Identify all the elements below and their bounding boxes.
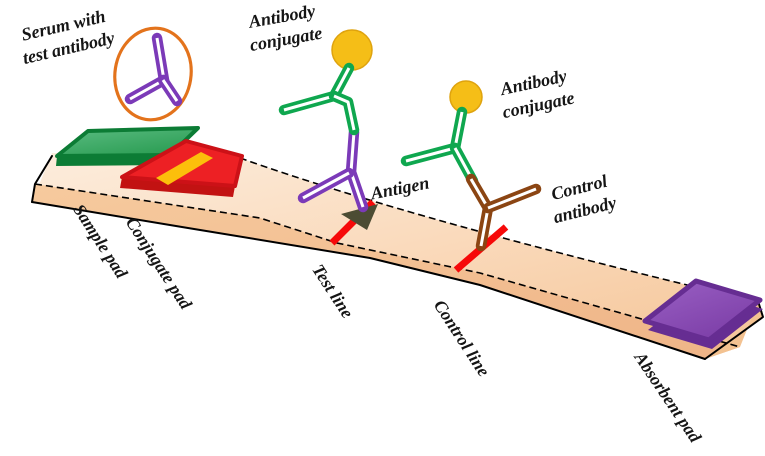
gold-nanoparticle-icon [449, 80, 483, 114]
antibody-gap [453, 111, 464, 149]
antibody-conjugate-right-icon [400, 80, 483, 187]
serum-antibody-icon [124, 32, 183, 107]
test-antibody-icon [297, 126, 369, 213]
serum-ellipse-icon [113, 26, 193, 122]
conjugate-pad-icon [120, 139, 244, 197]
antibody-gap [129, 78, 165, 101]
strip-far-edge [239, 157, 759, 303]
antibody-gap [302, 171, 350, 200]
antibody-gap [487, 187, 537, 210]
control-antibody-icon [465, 173, 542, 252]
sample-pad-icon [55, 126, 200, 166]
antibody-gap [332, 67, 351, 97]
antibody-gap [161, 79, 179, 102]
sample-pad-top [55, 126, 200, 158]
strip-right-end-edge [704, 300, 764, 360]
serum-bubble [113, 26, 193, 122]
strip-bottom-edge [31, 201, 706, 360]
test-strip [31, 153, 764, 360]
antibody-conjugate-left-icon [278, 29, 373, 136]
absorbent-pad-icon [642, 278, 763, 349]
strip-front-face [32, 184, 740, 359]
antibody-gap [405, 146, 456, 163]
antigen-icon [341, 204, 378, 230]
conjugate-pad-side [120, 177, 235, 197]
strip-near-edge [34, 183, 741, 348]
strip-left-end-edge [31, 155, 53, 203]
absorbent-pad-top [642, 278, 763, 343]
conjugate-pad-stripe [156, 152, 213, 185]
antibody-gap [283, 94, 335, 112]
antibody-gap [333, 94, 356, 131]
antibody-gap [155, 37, 166, 81]
